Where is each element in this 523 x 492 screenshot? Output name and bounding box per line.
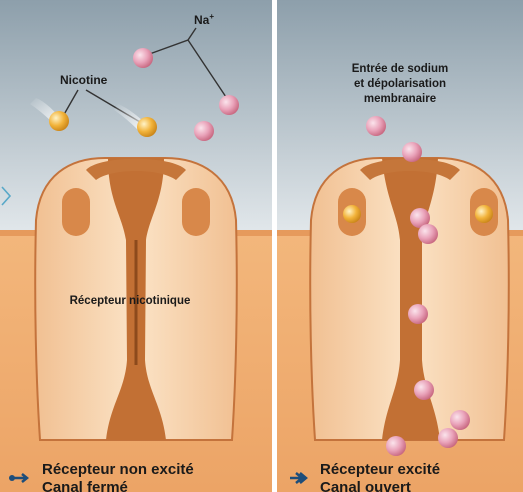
sodium-ion-right-9 [386, 436, 406, 456]
nicotine-molecule-2 [137, 117, 157, 137]
left-caption-line1: Récepteur non excité [42, 461, 194, 478]
bound-nicotine-right [475, 205, 493, 223]
nicotine-label: Nicotine [60, 73, 108, 87]
na-label-text: Na [194, 13, 210, 27]
left-binding-pocket-left [62, 188, 90, 236]
sodium-ion-1 [133, 48, 153, 68]
sodium-ion-right-6 [414, 380, 434, 400]
sodium-ion-right-4 [418, 224, 438, 244]
left-panel: Récepteur nicotinique Na+ Nicotine Récep… [0, 0, 272, 492]
left-caption-dot [9, 475, 15, 481]
sodium-ion-right-7 [450, 410, 470, 430]
right-panel: Entrée de sodium et dépolarisation membr… [277, 0, 523, 492]
panel-divider [272, 0, 277, 492]
sodium-ion-right-1 [366, 116, 386, 136]
right-heading-line1: Entrée de sodium [352, 63, 449, 75]
bound-nicotine-left [343, 205, 361, 223]
sodium-ion-right-2 [402, 142, 422, 162]
right-heading-line3: membranaire [364, 93, 436, 105]
sodium-ion-right-5 [408, 304, 428, 324]
left-binding-pocket-right [182, 188, 210, 236]
right-heading-line2: et dépolarisation [354, 78, 446, 90]
receptor-label: Récepteur nicotinique [70, 295, 191, 307]
right-caption-line2: Canal ouvert [320, 479, 411, 492]
sodium-ion-3 [194, 121, 214, 141]
nicotine-molecule-1 [49, 111, 69, 131]
left-caption-line2: Canal fermé [42, 479, 128, 492]
right-caption-line1: Récepteur excité [320, 461, 440, 478]
sodium-ion-right-8 [438, 428, 458, 448]
na-label-sup: + [209, 12, 214, 21]
sodium-ion-2 [219, 95, 239, 115]
